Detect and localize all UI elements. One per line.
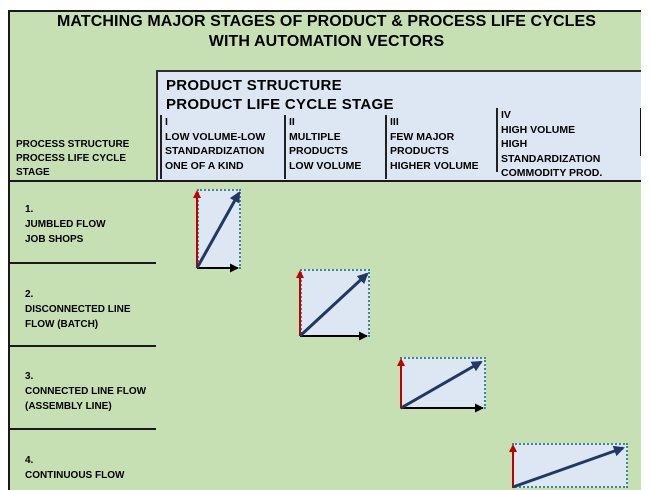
process-stage-1: 1. JUMBLED FLOW JOB SHOPS (25, 202, 106, 247)
vector-cell-4 (512, 443, 628, 488)
product-stage-numeral: IV (501, 109, 511, 121)
process-stage-line: (ASSEMBLY LINE) (25, 401, 112, 412)
process-header-line-3: STAGE (16, 167, 50, 178)
process-header-line-2: PROCESS LIFE CYCLE (16, 153, 127, 164)
page-title: MATCHING MAJOR STAGES OF PRODUCT & PROCE… (10, 12, 641, 52)
product-stage-numeral: III (390, 116, 399, 128)
process-stage-line: DISCONNECTED LINE (25, 304, 131, 315)
header-right-marker (640, 108, 641, 156)
product-stage-line: COMMODITY PROD. (501, 167, 603, 179)
title-line-1: MATCHING MAJOR STAGES OF PRODUCT & PROCE… (56, 13, 597, 30)
process-stage-number: 3. (25, 371, 34, 382)
product-header-title: PRODUCT STRUCTURE PRODUCT LIFE CYCLE STA… (166, 76, 394, 114)
process-stage-2: 2. DISCONNECTED LINE FLOW (BATCH) (25, 287, 131, 332)
resultant-vector-1 (195, 191, 241, 269)
process-stage-line: JOB SHOPS (25, 234, 84, 245)
process-stage-number: 1. (25, 204, 34, 215)
row-divider (10, 345, 156, 347)
process-stage-line: JUMBLED FLOW (25, 219, 106, 230)
product-stage-4: IV HIGH VOLUME HIGH STANDARDIZATION COMM… (496, 108, 636, 179)
process-stage-line: CONTINUOUS FLOW (25, 470, 125, 481)
product-stage-numeral: I (165, 116, 168, 128)
product-stage-line: HIGH (501, 138, 528, 150)
process-stage-number: 4. (25, 455, 34, 466)
process-stage-4: 4. CONTINUOUS FLOW (25, 453, 124, 483)
automation-vectors (193, 190, 625, 489)
product-stage-line: LOW VOLUME (289, 159, 362, 172)
diagram-page: MATCHING MAJOR STAGES OF PRODUCT & PROCE… (8, 10, 641, 490)
product-header-line-1: PRODUCT STRUCTURE (166, 77, 342, 94)
process-stage-3: 3. CONNECTED LINE FLOW (ASSEMBLY LINE) (25, 369, 146, 414)
product-stage-line: ONE OF A KIND (165, 159, 244, 172)
process-stage-line: FLOW (BATCH) (25, 319, 99, 330)
process-stage-line: CONNECTED LINE FLOW (25, 386, 147, 397)
row-divider (10, 428, 156, 430)
process-structure-header: PROCESS STRUCTURE PROCESS LIFE CYCLE STA… (16, 138, 129, 180)
product-stage-line: STANDARDIZATION (501, 152, 601, 165)
resultant-vector-2 (298, 272, 369, 338)
product-stage-line: HIGHER VOLUME (390, 159, 479, 172)
resultant-vector-4 (512, 445, 625, 489)
product-stage-line: HIGH VOLUME (501, 123, 576, 136)
product-header-line-2: PRODUCT LIFE CYCLE STAGE (166, 96, 394, 113)
product-stage-line: STANDARDIZATION (165, 145, 265, 157)
product-structure-header: PRODUCT STRUCTURE PRODUCT LIFE CYCLE STA… (156, 70, 641, 182)
product-stage-line: PRODUCTS (289, 145, 348, 157)
product-stage-line: PRODUCTS (390, 145, 449, 157)
product-stage-3: III FEW MAJOR PRODUCTS HIGHER VOLUME (385, 115, 493, 179)
process-header-line-1: PROCESS STRUCTURE (16, 139, 130, 150)
row-divider (10, 262, 156, 264)
header-divider (10, 180, 641, 182)
resultant-vector-3 (400, 360, 483, 410)
product-stage-numeral: II (289, 116, 295, 128)
product-stage-line: LOW VOLUME-LOW (165, 130, 266, 143)
product-stage-line: MULTIPLE (289, 130, 341, 143)
product-stage-line: FEW MAJOR (390, 130, 455, 143)
product-stage-1: I LOW VOLUME-LOW STANDARDIZATION ONE OF … (160, 115, 288, 179)
title-line-2: WITH AUTOMATION VECTORS (208, 33, 445, 50)
process-stage-number: 2. (25, 289, 34, 300)
product-stage-2: II MULTIPLE PRODUCTS LOW VOLUME (284, 115, 382, 179)
